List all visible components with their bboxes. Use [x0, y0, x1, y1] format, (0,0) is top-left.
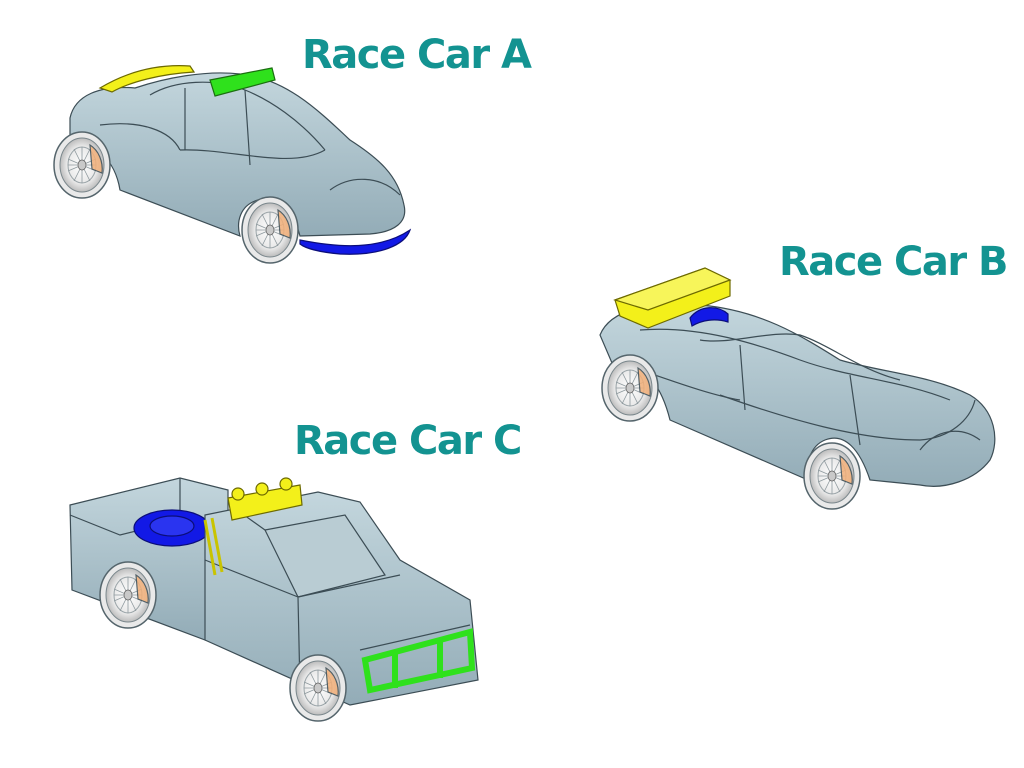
pickup-truck-model [69, 477, 479, 722]
race-car-a-label: Race Car A [302, 32, 532, 78]
race-car-b-label: Race Car B [779, 239, 1009, 285]
race-car-c-label: Race Car C [294, 418, 522, 464]
dragster-car-model [599, 267, 996, 510]
sports-car-model [53, 65, 412, 264]
